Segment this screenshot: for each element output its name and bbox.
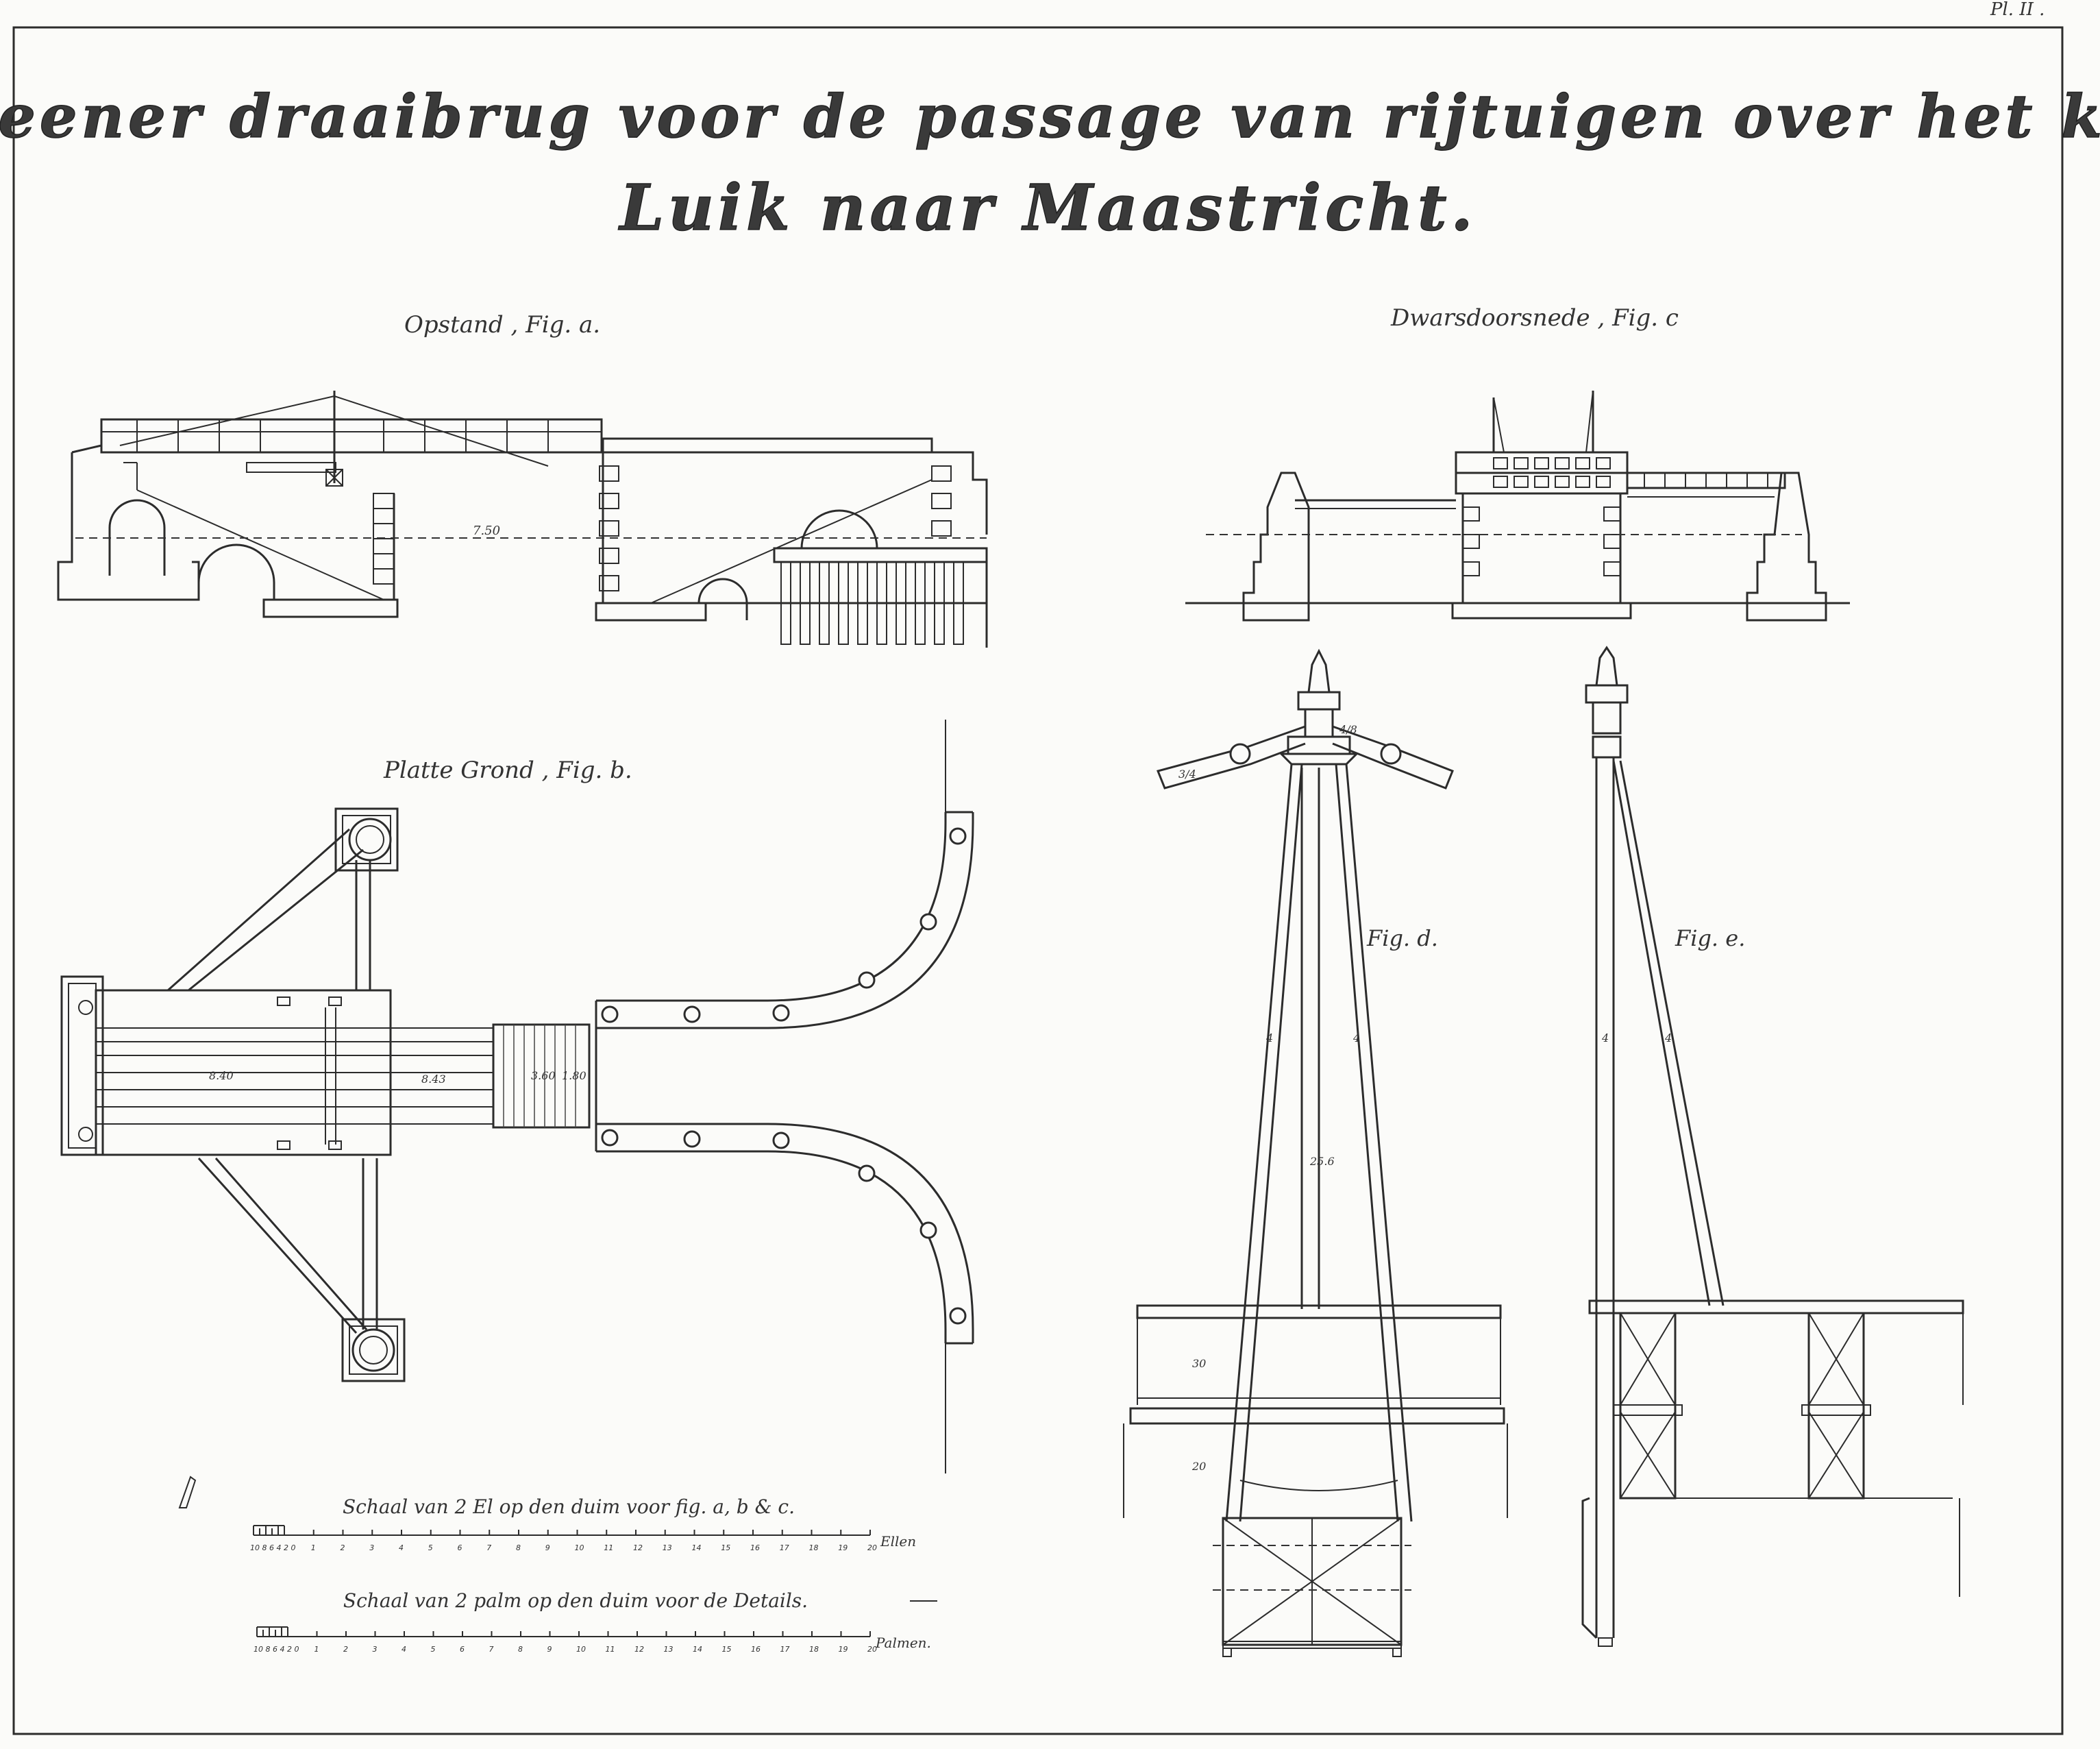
scale-1-tick-label: 8 — [516, 1543, 521, 1552]
plate-border — [12, 26, 2064, 1735]
scale-1-tick-label: 10 — [575, 1543, 584, 1552]
scale-2-tick-label: 11 — [606, 1645, 615, 1654]
scale-1-tick-label: 14 — [692, 1543, 702, 1552]
figure-d-dim-2: 4/8 — [1339, 723, 1357, 736]
scale-2-caption: Schaal van 2 palm op den duim voor de De… — [343, 1589, 808, 1612]
figure-d-label: Fig. d. — [1366, 925, 1438, 951]
figure-d-dim-3: 4 — [1265, 1031, 1273, 1044]
title-line-2: Luik naar Maastricht. — [617, 171, 1477, 245]
scale-2-tick-label: 19 — [839, 1645, 848, 1654]
figure-d-dim-1: 3/4 — [1178, 768, 1196, 781]
scale-1-tick-label: 20 — [867, 1543, 877, 1552]
scale-1-tick-label: 18 — [809, 1543, 819, 1552]
figure-e-dim-2: 4 — [1664, 1031, 1672, 1044]
scale-1-tick-label: 2 — [341, 1543, 345, 1552]
scale-1-tick-label: 4 — [399, 1543, 404, 1552]
scale-2-tick-label: 3 — [373, 1645, 378, 1654]
scale-2-subticks: 10 8 6 4 2 0 — [254, 1645, 299, 1654]
scale-1-subticks: 10 8 6 4 2 0 — [250, 1543, 295, 1552]
scale-2-tick-label: 16 — [751, 1645, 761, 1654]
scale-1-caption: Schaal van 2 El op den duim voor fig. a,… — [343, 1495, 795, 1518]
figure-b-dim-4: 1.80 — [562, 1069, 586, 1082]
title-line-1: Teekening eener draaibrug voor de passag… — [0, 82, 2100, 151]
scale-1-tick-label: 13 — [663, 1543, 672, 1552]
figure-b-plan: Platte Grond , Fig. b. 8.40 8.43 — [60, 720, 974, 1473]
scale-1-tick-label: 7 — [486, 1543, 491, 1552]
scale-2-tick-label: 5 — [431, 1645, 436, 1654]
scale-2-tick-label: 6 — [460, 1645, 465, 1654]
scale-1-tick-label: 17 — [780, 1543, 789, 1552]
scale-1-tick-label: 1 — [311, 1543, 316, 1552]
scale-2-tick-label: 1 — [314, 1645, 319, 1654]
scale-1-tick-label: 16 — [750, 1543, 760, 1552]
scale-2-tick-label: 12 — [634, 1645, 644, 1654]
figure-d-dim-6: 30 — [1192, 1357, 1206, 1370]
figure-e-dim-1: 4 — [1601, 1031, 1609, 1044]
scale-1-tick-label: 19 — [838, 1543, 848, 1552]
quill-mark — [178, 1476, 197, 1508]
figure-b-dim-1: 8.40 — [209, 1069, 234, 1082]
figure-b-dim-3: 3.60 — [531, 1069, 556, 1082]
scale-1-tick-label: 3 — [369, 1543, 374, 1552]
scale-2-tick-label: 14 — [693, 1645, 702, 1654]
figure-e-label: Fig. e. — [1675, 925, 1745, 951]
scale-2-tick-label: 8 — [518, 1645, 523, 1654]
figure-b-dim-2: 8.43 — [421, 1073, 446, 1086]
scale-1-unit: Ellen — [880, 1533, 916, 1550]
figure-a-label: Opstand , Fig. a. — [404, 311, 600, 339]
bridge-deck — [100, 418, 603, 454]
scale-2-tick-label: 9 — [547, 1645, 552, 1654]
figure-b-label: Platte Grond , Fig. b. — [383, 757, 632, 784]
scale-2-tick-label: 2 — [343, 1645, 348, 1654]
figure-c-label: Dwarsdoorsnede , Fig. c — [1390, 304, 1679, 332]
scale-2-tick-label: 15 — [722, 1645, 732, 1654]
figure-d-dim-4: 4 — [1352, 1031, 1360, 1044]
scale-1-tick-label: 9 — [545, 1543, 550, 1552]
plate-number: Pl. II . — [1990, 0, 2045, 20]
figure-a-dim: 7.50 — [473, 524, 500, 538]
scale-2-tick-label: 13 — [664, 1645, 674, 1654]
scale-2-tick-label: 4 — [402, 1645, 406, 1654]
scale-2-tick-label: 17 — [780, 1645, 790, 1654]
scale-2-tick-label: 20 — [867, 1645, 877, 1654]
figure-d-dim-5: 25.6 — [1309, 1155, 1335, 1168]
scale-1-tick-label: 6 — [458, 1543, 462, 1552]
figure-d-crane-front: Fig. d. 3/4 4/8 4 4 25.6 30 20 — [1123, 648, 1508, 1657]
figure-a-elevation: Opstand , Fig. a. — [57, 311, 988, 648]
figure-c-cross-section: Dwarsdoorsnede , Fig. c — [1185, 304, 1850, 622]
scale-2-unit: Palmen. — [875, 1635, 931, 1651]
figure-d-dim-7: 20 — [1191, 1460, 1206, 1473]
scale-bar-1: Schaal van 2 El op den duim voor fig. a,… — [250, 1495, 916, 1552]
scale-bar-2: Schaal van 2 palm op den duim voor de De… — [254, 1589, 937, 1654]
figure-e-crane-side: Fig. e. 4 4 — [1581, 646, 1964, 1647]
scale-2-tick-label: 18 — [809, 1645, 819, 1654]
scale-2-tick-label: 7 — [489, 1645, 494, 1654]
scale-1-tick-label: 12 — [633, 1543, 643, 1552]
scale-1-tick-label: 11 — [604, 1543, 613, 1552]
scale-1-tick-label: 5 — [428, 1543, 433, 1552]
scale-2-tick-label: 10 — [576, 1645, 586, 1654]
scale-1-tick-label: 15 — [721, 1543, 730, 1552]
